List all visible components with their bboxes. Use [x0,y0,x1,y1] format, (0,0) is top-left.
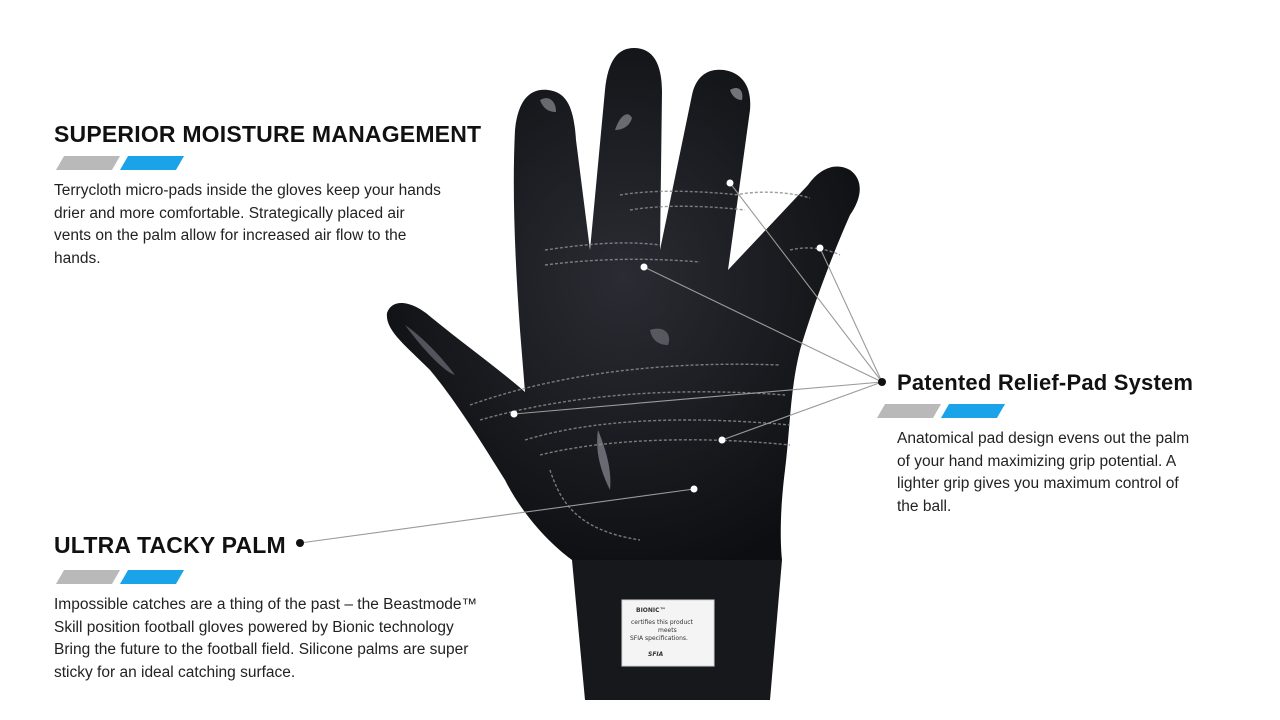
callout-dots [296,179,886,547]
description-line: vents on the palm allow for increased ai… [54,227,407,244]
tag-brand: BIONIC™ [636,607,666,614]
glove-highlight [615,114,632,130]
description-line: Anatomical pad design evens out the palm [897,430,1190,447]
tag-line2: meets [658,627,677,634]
tag-line1: certifies this product [631,619,694,626]
accent-bars [875,404,1237,418]
tag-mark: SFIA [648,651,664,658]
callout-lines [299,182,883,544]
feature-title: ULTRA TACKY PALM [54,532,286,558]
feature-description: Impossible catches are a thing of the pa… [54,594,534,684]
feature-ultra-tacky-palm: ULTRA TACKY PALM Impossible catches are … [54,532,534,684]
accent-bar-gray [876,404,942,418]
feature-relief-pad-system: Patented Relief-Pad System Anatomical pa… [876,370,1237,518]
accent-bars [54,570,534,584]
glove-highlight [405,325,455,375]
feature-title: Patented Relief-Pad System [897,370,1194,395]
description-line: hands. [54,249,101,267]
accent-bar-blue [940,404,1006,418]
accent-bar-gray [55,156,121,170]
description-line: of your hand maximizing grip potential. … [897,452,1177,470]
description-line: drier and more comfortable. Strategicall… [54,204,405,222]
feature-description: Terrycloth micro-pads inside the gloves … [54,180,494,270]
description-line: Skill position football gloves powered b… [54,618,454,636]
glove-highlight [540,98,556,112]
glove-body [386,48,860,560]
description-line: sticky for an ideal catching surface. [54,663,296,681]
accent-bar-blue [119,156,185,170]
tag-line3: SFIA specifications. [630,635,688,642]
description-line: the ball. [897,497,952,515]
description-line: lighter grip gives you maximum control o… [897,475,1179,492]
accent-bar-blue [119,570,185,584]
description-line: Impossible catches are a thing of the pa… [54,596,478,613]
feature-description: Anatomical pad design evens out the palm… [897,428,1237,518]
bionic-tag: BIONIC™ certifies this product meets SFI… [621,599,715,667]
glove-highlight [650,328,670,345]
glove-highlight [730,88,743,100]
description-line: Terrycloth micro-pads inside the gloves … [54,182,441,199]
description-line: Bring the future to the football field. … [54,641,469,658]
accent-bar-gray [55,570,121,584]
feature-title: SUPERIOR MOISTURE MANAGEMENT [54,121,482,147]
glove-stitching [469,190,841,541]
accent-bars [54,156,494,170]
feature-moisture-management: SUPERIOR MOISTURE MANAGEMENT Terrycloth … [54,121,494,270]
